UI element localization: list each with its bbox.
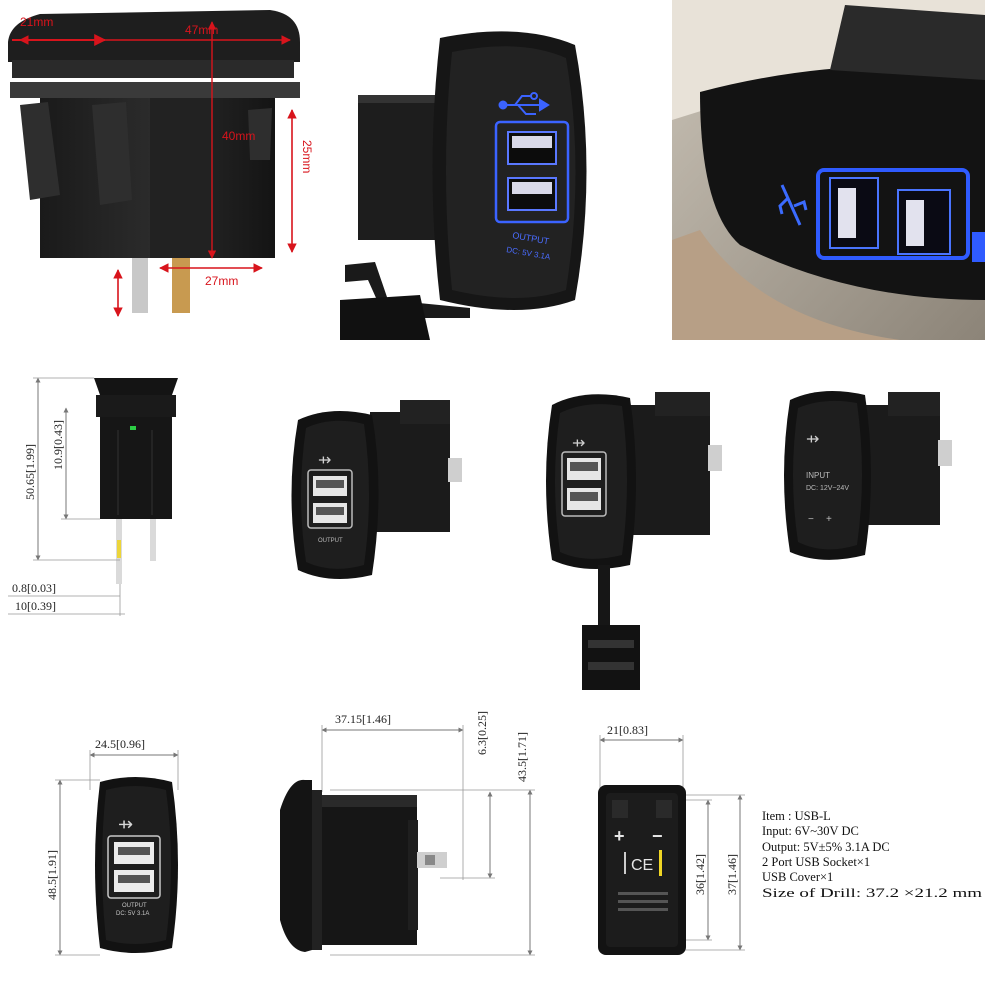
spec-input: Input: 6V~30V DC [762, 824, 859, 838]
photo-dimensioned-socket: 21mm 47mm 40mm 25mm 27mm [0, 0, 335, 340]
dim-back-inner-height: 36[1.42] [693, 854, 707, 895]
dim-profile-flange: 6.3[0.25] [475, 711, 489, 755]
spec-drill: Size of Drill: 37.2 ×21.2 mm [762, 886, 982, 900]
dim-terminal-length: 10[0.39] [15, 599, 56, 613]
back-plus: + [614, 826, 625, 846]
dim-profile-depth: 37.15[1.46] [335, 712, 391, 726]
usb-icon-lit [778, 184, 808, 226]
drawing-profile-view: 37.15[1.46] 6.3[0.25] 43.5[1.71] [280, 711, 535, 956]
input-minus: − [808, 514, 814, 525]
ce-mark: CE [631, 857, 653, 874]
dim-front-width: 24.5[0.96] [95, 737, 145, 751]
input-label: INPUT [806, 471, 830, 480]
output-text-1: OUTPUT [318, 538, 343, 544]
usb-icon [498, 92, 550, 115]
front-rating: DC: 5V 3.1A [116, 911, 149, 917]
usb-port-frame-lit [816, 168, 970, 260]
dim-height-top: 10.9[0.43] [51, 420, 65, 470]
dim-terminal-thickness: 0.8[0.03] [12, 581, 56, 595]
usb-port-frame [494, 120, 570, 224]
spec-output: Output: 5V±5% 3.1A DC [762, 840, 890, 854]
photo-socket-lit [672, 0, 985, 340]
drawing-front-view: 24.5[0.96] 48.5[1.91] ⇸ OUTPUT DC: 5V 3.… [45, 737, 179, 956]
dim-label-edge: 21mm [20, 15, 53, 29]
spec-item: Item : USB-L [762, 809, 831, 823]
render-socket-with-cover: ⇸ [546, 392, 722, 690]
dim-label-body: 40mm [222, 129, 255, 143]
render-input-socket: ⇸ INPUT DC: 12V~24V − + [784, 391, 952, 560]
spec-ports: 2 Port USB Socket×1 [762, 855, 870, 869]
input-rating: DC: 12V~24V [806, 485, 849, 492]
usb-glyph-front: ⇸ [118, 814, 133, 835]
dim-back-outer-height: 37[1.46] [725, 854, 739, 895]
dim-height-total: 50.65[1.99] [23, 444, 37, 500]
front-output: OUTPUT [122, 903, 147, 909]
dim-profile-height: 43.5[1.71] [515, 732, 529, 782]
render-output-socket: ⇸ OUTPUT [291, 400, 462, 579]
dim-back-width: 21[0.83] [607, 723, 648, 737]
dim-label-width: 47mm [185, 23, 218, 37]
dim-label-terminal-gap: 27mm [205, 274, 238, 288]
usb-glyph-3: ⇸ [806, 429, 819, 448]
spec-cover: USB Cover×1 [762, 870, 833, 884]
back-minus: − [652, 826, 663, 846]
drawing-back-view: 21[0.83] 36[1.42] 37[1.46] + − CE [598, 723, 745, 955]
usb-glyph-2: ⇸ [572, 433, 585, 452]
dim-front-height: 48.5[1.91] [45, 850, 59, 900]
dim-label-depth: 25mm [300, 140, 314, 173]
photo-socket-angle: OUTPUT DC: 5V 3.1A [340, 0, 670, 340]
usb-glyph-1: ⇸ [318, 450, 331, 469]
spec-list: Item : USB-L Input: 6V~30V DC Output: 5V… [762, 809, 982, 900]
input-plus: + [826, 514, 832, 525]
drawing-side-view: 50.65[1.99] 10.9[0.43] 0.8[0.03] 10[0.39… [8, 377, 178, 616]
